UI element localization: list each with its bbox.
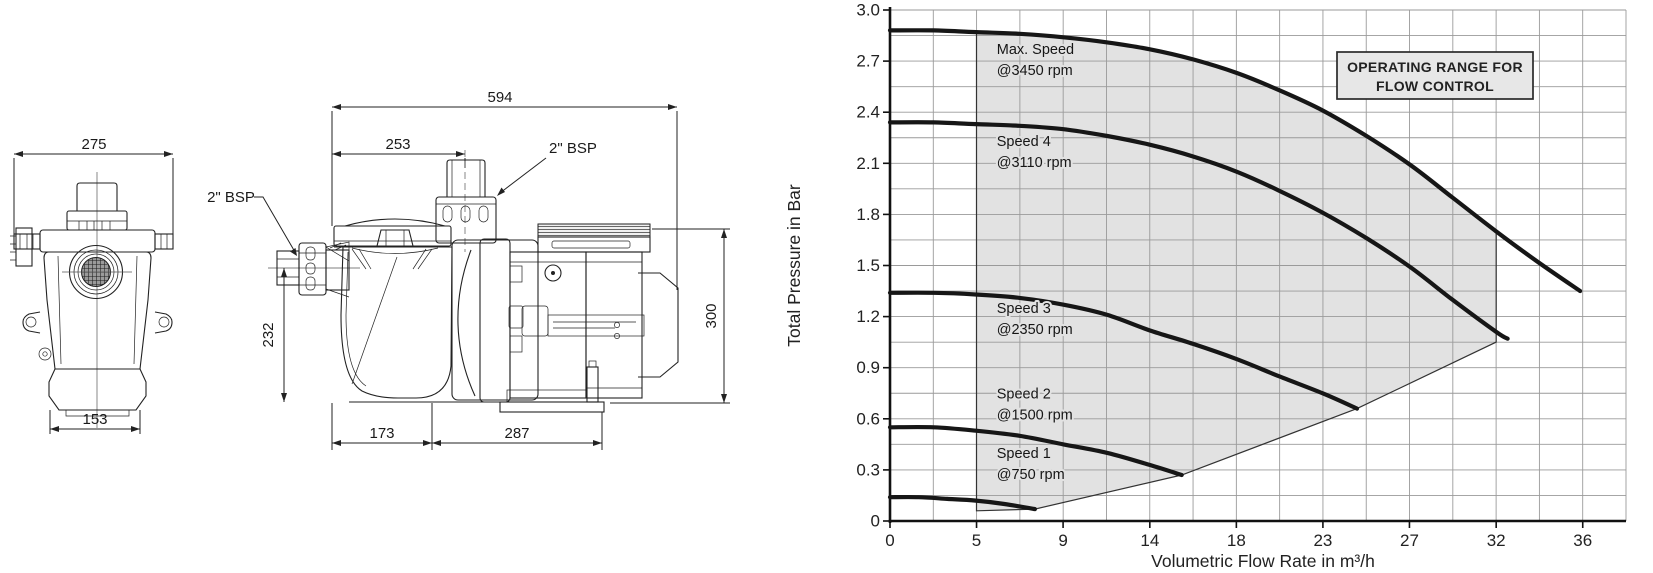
- dimension-side-total: 594: [331, 89, 678, 290]
- x-axis-title: Volumetric Flow Rate in m³/h: [1151, 551, 1375, 571]
- x-tick-label-18: 18: [1227, 531, 1246, 550]
- dimension-side-height-left: 232: [260, 268, 287, 402]
- dim-label-side-foot-left: 173: [369, 425, 394, 442]
- y-tick-label-0.3: 0.3: [856, 460, 880, 479]
- side-drive-cover: [537, 223, 651, 253]
- y-tick-label-2.1: 2.1: [856, 154, 880, 173]
- pump-dimension-drawings: 275: [10, 89, 730, 450]
- dim-label-front-base: 153: [82, 411, 107, 428]
- y-tick-label-2.7: 2.7: [856, 52, 880, 71]
- x-tick-label-5: 5: [972, 531, 981, 550]
- front-clip-detail: [38, 347, 52, 361]
- front-side-connector: [10, 227, 33, 267]
- curve-speed-1: [887, 494, 1037, 512]
- axis-ticks-and-labels: 0 5 9 14 18 23 27 32 36 0 0.3 0.6 0.9 1.2 1.5 1.8 2.1 2.4…: [856, 1, 1592, 551]
- curve-label-speed-3: Speed 3: [997, 301, 1051, 317]
- side-strainer-lid: [333, 218, 452, 270]
- curve-speed-3: [887, 290, 1360, 411]
- dimension-side-upper: 253: [332, 136, 466, 168]
- pump-front-view: 275: [10, 136, 174, 434]
- dimension-front-width: 275: [13, 136, 174, 240]
- side-motor: [547, 251, 679, 399]
- curve-label-max-speed: Max. Speed: [997, 42, 1074, 58]
- dim-label-side-total: 594: [487, 89, 512, 106]
- side-base: [349, 360, 605, 413]
- operating-range-box-line-2: FLOW CONTROL: [1376, 78, 1494, 94]
- bsp-top-label: 2" BSP: [549, 140, 597, 157]
- bsp-left-label: 2" BSP: [207, 189, 255, 206]
- x-tick-label-14: 14: [1140, 531, 1159, 550]
- curve-max-speed: [887, 28, 1583, 294]
- y-tick-label-2.4: 2.4: [856, 103, 880, 122]
- pump-performance-chart: 0 5 9 14 18 23 27 32 36 0 0.3 0.6 0.9 1.2 1.5 1.8 2.1 2.4…: [784, 1, 1627, 571]
- dim-label-front-width: 275: [81, 136, 106, 153]
- x-tick-label-32: 32: [1487, 531, 1506, 550]
- x-tick-label-0: 0: [885, 531, 894, 550]
- operating-range-box-line-1: OPERATING RANGE FOR: [1347, 59, 1523, 75]
- y-axis-title: Total Pressure in Bar: [784, 184, 804, 347]
- front-body-inner-lines: [57, 255, 138, 365]
- y-tick-label-1.8: 1.8: [856, 205, 880, 224]
- dim-label-side-foot-right: 287: [504, 425, 529, 442]
- curve-speed-4: [887, 120, 1510, 341]
- pump-curves: [887, 28, 1583, 512]
- side-suction-union: [276, 241, 350, 298]
- dim-label-side-height-right: 300: [703, 303, 720, 328]
- curve-speed-2: [887, 424, 1184, 478]
- y-tick-label-0: 0: [871, 512, 880, 531]
- callout-bsp-top: 2" BSP: [497, 140, 597, 196]
- pump-side-view: 594 253 2" BSP 2" BSP: [207, 89, 730, 450]
- operating-range-box: OPERATING RANGE FOR FLOW CONTROL: [1336, 51, 1534, 100]
- side-inlet-union: [435, 150, 497, 252]
- front-left-lug: [22, 311, 41, 334]
- curve-label-speed-1: Speed 1: [997, 446, 1051, 462]
- side-volute: [451, 238, 539, 403]
- callout-bsp-left: 2" BSP: [207, 189, 297, 256]
- curve-label-speed-3-rpm: @2350 rpm: [997, 322, 1073, 338]
- y-tick-label-3.0: 3.0: [856, 1, 880, 20]
- y-tick-label-1.2: 1.2: [856, 307, 880, 326]
- y-tick-label-0.9: 0.9: [856, 358, 880, 377]
- x-tick-label-9: 9: [1058, 531, 1067, 550]
- x-tick-label-27: 27: [1400, 531, 1419, 550]
- x-tick-label-36: 36: [1573, 531, 1592, 550]
- curve-label-speed-2: Speed 2: [997, 386, 1051, 402]
- x-tick-label-23: 23: [1313, 531, 1332, 550]
- front-base: [48, 368, 147, 417]
- curve-label-speed-4-rpm: @3110 rpm: [997, 155, 1072, 171]
- curve-label-max-speed-rpm: @3450 rpm: [997, 63, 1073, 79]
- dimension-front-base: 153: [49, 410, 141, 434]
- front-mount-plate: [13, 229, 174, 253]
- front-top-pipe: [76, 182, 118, 211]
- dimension-side-feet: 173 287: [331, 403, 603, 450]
- dimension-side-height-right: 300: [610, 228, 730, 404]
- dim-label-side-upper: 253: [385, 136, 410, 153]
- curve-label-speed-2-rpm: @1500 rpm: [997, 407, 1073, 423]
- y-tick-label-1.5: 1.5: [856, 256, 880, 275]
- curve-label-speed-4: Speed 4: [997, 134, 1051, 150]
- side-strainer-pot: [334, 246, 453, 399]
- y-tick-label-0.6: 0.6: [856, 409, 880, 428]
- front-right-lug: [154, 311, 173, 334]
- dim-label-side-height-left: 232: [260, 322, 277, 347]
- curve-label-speed-1-rpm: @750 rpm: [997, 467, 1065, 483]
